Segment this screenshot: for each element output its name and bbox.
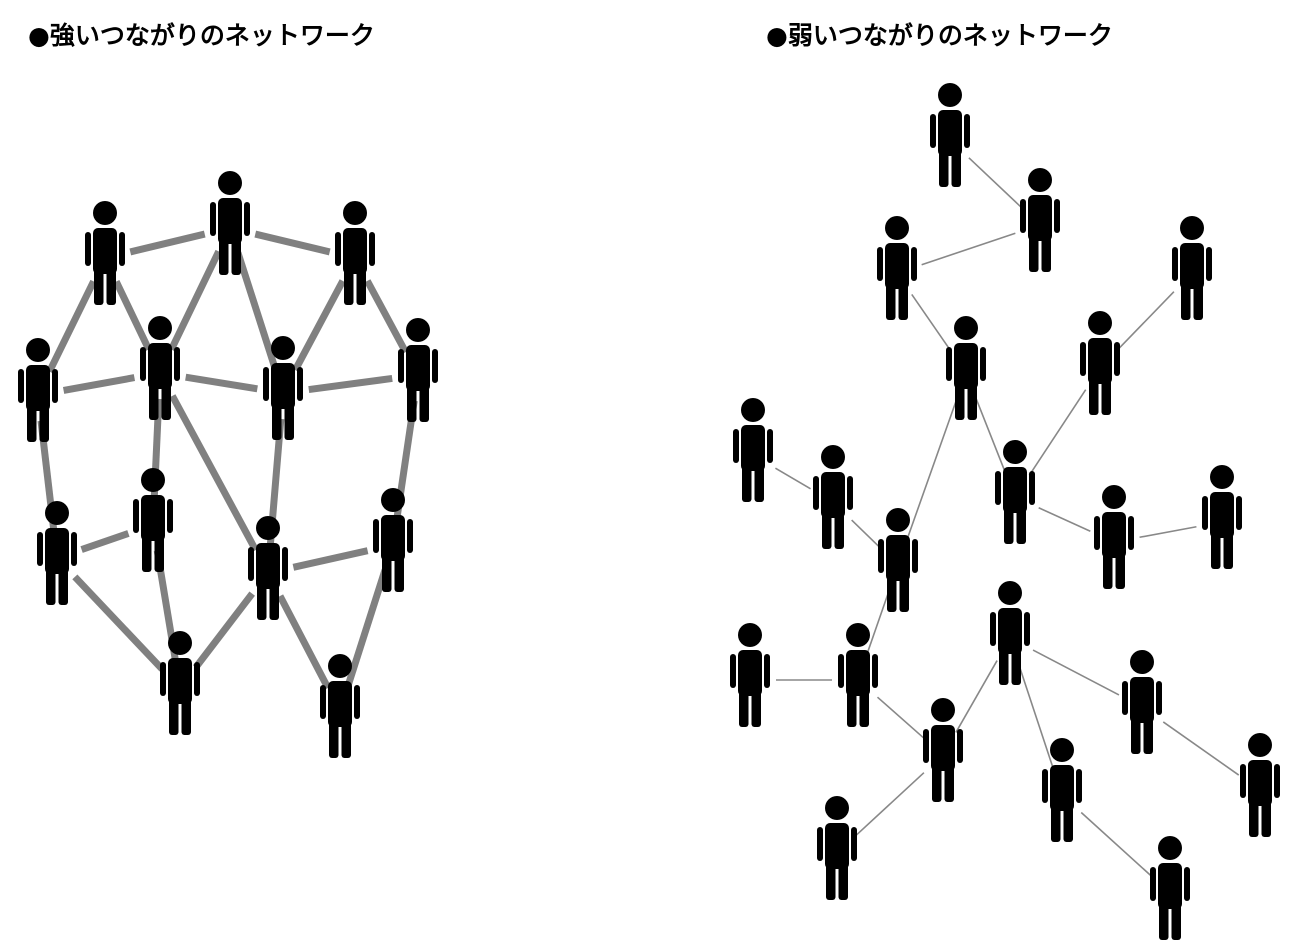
person-icon [995, 440, 1035, 544]
person-icon [1094, 485, 1134, 589]
person-icon [1172, 216, 1212, 320]
person-icon [877, 216, 917, 320]
strong-connection-line [364, 279, 409, 354]
weak-connection-line [775, 467, 811, 490]
strong-connection-line [169, 394, 259, 552]
weak-connection-line [876, 696, 925, 739]
weak-connection-line [865, 589, 891, 656]
strong-connection-line [193, 591, 255, 670]
person-icon [18, 338, 58, 442]
weak-connection-line [955, 660, 998, 733]
person-icon [1240, 733, 1280, 837]
person-icon [923, 698, 963, 802]
weak-connection-line [1080, 811, 1152, 877]
strong-connection-line [46, 279, 97, 374]
weak-network-people [730, 83, 1280, 940]
weak-connection-line [1032, 649, 1120, 696]
weak-connection-line [1117, 291, 1175, 350]
weak-connection-line [851, 519, 880, 548]
person-icon [1150, 836, 1190, 940]
person-icon [1122, 650, 1162, 754]
weak-connection-line [1017, 662, 1055, 771]
strong-connection-line [234, 251, 279, 370]
person-icon [133, 468, 173, 572]
weak-connection-line [1028, 389, 1087, 476]
strong-network-title: ●強いつながりのネットワーク [28, 21, 375, 50]
weak-network-edges [775, 157, 1240, 877]
strong-connection-line [308, 374, 393, 394]
person-icon [37, 501, 77, 605]
person-icon [1080, 311, 1120, 415]
strong-connection-line [113, 279, 152, 352]
weak-connection-line [911, 293, 952, 353]
person-icon [398, 318, 438, 422]
strong-connection-line [80, 530, 130, 553]
strong-connection-line [72, 574, 165, 672]
weak-connection-line [1162, 721, 1240, 776]
person-icon [1202, 465, 1242, 569]
strong-connection-line [185, 373, 258, 393]
person-icon [730, 623, 770, 727]
person-icon [813, 445, 853, 549]
person-icon [930, 83, 970, 187]
weak-connection-line [905, 397, 959, 541]
weak-connection-line [921, 232, 1016, 266]
strong-connection-line [276, 594, 332, 690]
person-icon [990, 581, 1030, 685]
person-icon [160, 631, 200, 735]
weak-connection-line [1139, 525, 1197, 539]
weak-connection-line [974, 396, 1007, 474]
strong-connection-line [168, 249, 222, 352]
strong-connection-line [292, 279, 346, 372]
strong-network-people [18, 171, 438, 758]
weak-network-title: ●弱いつながりのネットワーク [766, 21, 1113, 50]
strong-connection-line [344, 568, 389, 688]
person-icon [1020, 168, 1060, 272]
person-icon [373, 488, 413, 592]
strong-connection-line [254, 230, 331, 256]
weak-connection-line [1038, 507, 1091, 532]
strong-connection-line [129, 230, 206, 256]
person-icon [733, 398, 773, 502]
strong-connection-line [292, 547, 369, 571]
strong-connection-line [62, 374, 136, 394]
weak-connection-line [855, 772, 925, 836]
person-icon [946, 316, 986, 420]
person-icon [817, 796, 857, 900]
weak-connection-line [968, 157, 1022, 208]
